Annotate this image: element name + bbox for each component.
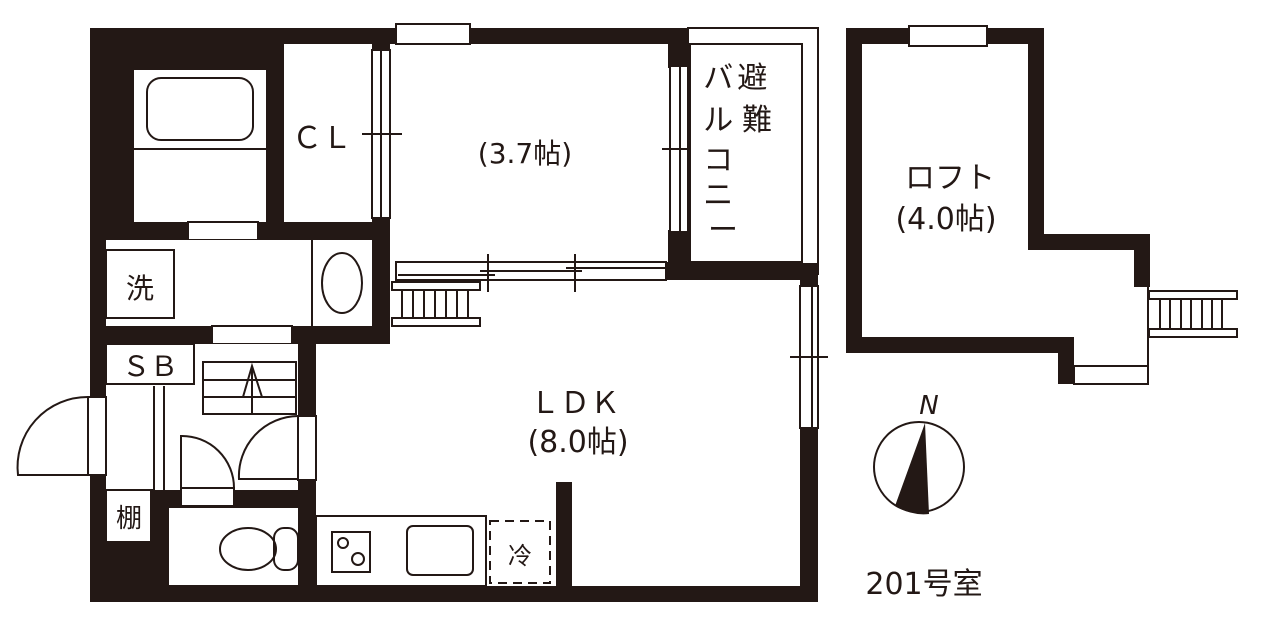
closet: ＣＬ [284,44,402,222]
loft-window [908,25,988,47]
loft-ladder[interactable] [391,281,481,327]
loft-size: (4.0帖) [895,202,996,237]
washer-space [105,249,175,319]
western-room-size: (3.7帖) [478,137,572,170]
western-room: (3.7帖) [395,23,700,292]
window-top [395,23,471,45]
loft-ladder-end[interactable] [1148,290,1238,338]
shoe-box-label: ＳＢ [122,350,178,383]
kitchen-sink-icon [406,525,474,576]
stove-icon [331,531,371,573]
staircase [202,361,297,415]
ldk-size: (8.0帖) [527,425,628,460]
toilet-icon [219,527,277,571]
sink-icon [321,252,363,314]
toilet-door[interactable] [180,434,235,507]
compass-icon: N [873,391,965,515]
loft-label: ロフト [905,161,995,196]
shoe-box [105,343,195,385]
escape-balcony: 避 難 バ ル コ ニ ー [687,27,819,275]
washroom: 洗 [105,240,372,345]
bathroom-door[interactable] [187,221,259,241]
balcony-label-col2: バ ル コ ニ ー [703,61,743,248]
entrance: ＳＢ 棚 [16,343,317,543]
ldk-label: ＬＤＫ [530,386,620,421]
toilet-room [167,505,301,587]
ldk-door[interactable] [237,415,317,481]
kitchen-counter [315,515,487,587]
closet-label: ＣＬ [292,121,352,156]
front-door[interactable] [16,395,107,476]
loft: ロフト (4.0帖) [846,25,1238,385]
washer-label: 洗 [126,272,154,305]
washroom-door[interactable] [211,325,293,345]
unit-number: 201号室 [865,567,982,602]
bathroom [134,70,266,241]
ldk: ＬＤＫ (8.0帖) 冷 [315,285,828,587]
balcony-label-col1: 避 難 [737,61,777,138]
fridge-label: 冷 [508,542,532,570]
bathtub-icon [146,77,254,141]
shelf [105,489,153,543]
fridge-space [489,520,551,584]
compass-north-label: N [919,391,938,421]
shelf-label: 棚 [116,504,142,534]
